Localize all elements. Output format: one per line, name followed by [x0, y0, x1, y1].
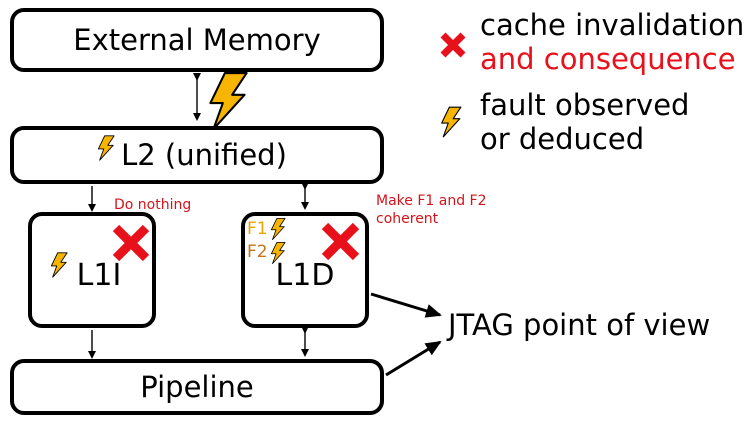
pipeline-label: Pipeline	[140, 370, 254, 404]
make-coherent-note-line2: coherent	[376, 211, 439, 227]
f1-label: F1	[247, 219, 268, 239]
lightning-bolt-icon	[50, 252, 68, 278]
l1i-cache-box: L1I	[28, 212, 156, 328]
make-coherent-note-line1: Make F1 and F2	[376, 193, 487, 209]
cross-mark-icon	[112, 224, 150, 262]
cross-mark-icon	[321, 222, 360, 261]
lightning-bolt-icon	[270, 218, 286, 240]
legend-cross-text-line2: and consequence	[480, 42, 736, 76]
lightning-bolt-icon	[209, 72, 248, 130]
legend-cross-text-line1: cache invalidation	[480, 8, 745, 42]
do-nothing-note: Do nothing	[114, 197, 192, 213]
l1i-cache-label: L1I	[76, 257, 122, 293]
external-memory-label: External Memory	[73, 23, 321, 57]
arrow-l1d-jtag	[370, 292, 442, 318]
arrow-pipeline-jtag	[385, 340, 442, 377]
f2-label: F2	[247, 242, 268, 262]
jtag-label: JTAG point of view	[448, 308, 711, 342]
legend-bolt-text-line2: or deduced	[480, 122, 645, 156]
l2-cache-box: L2 (unified)	[10, 126, 384, 184]
pipeline-box: Pipeline	[10, 359, 384, 415]
legend-bolt-icon	[441, 106, 462, 138]
lightning-bolt-icon	[97, 135, 115, 161]
external-memory-box: External Memory	[10, 8, 384, 72]
l2-cache-label: L2 (unified)	[121, 138, 287, 172]
legend-bolt-text-line1: fault observed	[480, 88, 690, 122]
l1d-cache-label: L1D	[275, 257, 335, 293]
lightning-bolt-icon	[270, 242, 286, 264]
legend-cross-icon	[440, 32, 466, 58]
